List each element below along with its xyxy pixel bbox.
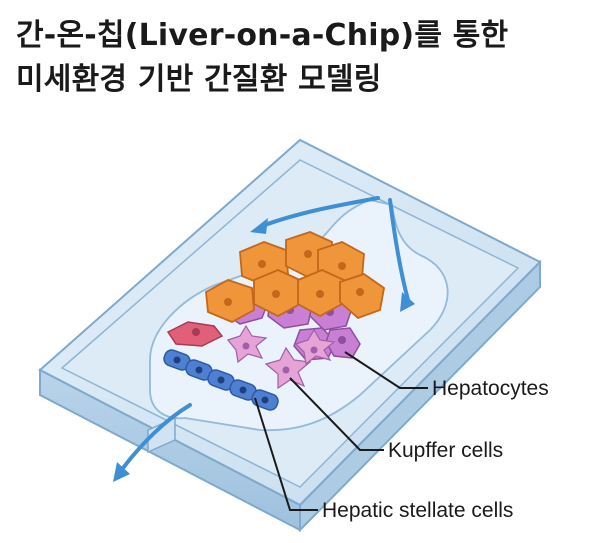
flow-arrowheads: [113, 218, 415, 482]
hepatic-stellate-cells: [166, 321, 336, 390]
title-line-1: 간-온-칩(Liver-on-a-Chip)를 통한: [16, 18, 509, 53]
label-kupffer-cells: Kupffer cells: [388, 439, 503, 462]
diagram-title: 간-온-칩(Liver-on-a-Chip)를 통한 미세환경 기반 간질환 모…: [16, 14, 586, 102]
label-hepatic-stellate-cells: Hepatic stellate cells: [322, 499, 513, 522]
arrowhead-right-icon: [400, 292, 415, 312]
inlet-flow-arrow-left: [260, 196, 380, 228]
leader-stellate: [254, 397, 318, 511]
label-hepatocytes: Hepatocytes: [432, 377, 549, 400]
title-line-2: 미세환경 기반 간질환 모델링: [16, 62, 382, 97]
flow-arrows: [118, 196, 410, 474]
hepatocyte: [339, 273, 385, 320]
leader-hepatocytes: [344, 351, 428, 389]
leader-kupffer: [289, 377, 384, 451]
arrowhead-left-icon: [250, 218, 268, 234]
arrowhead-outlet-icon: [113, 462, 130, 482]
outlet-flow-arrow: [118, 403, 192, 474]
leader-lines: [254, 351, 428, 511]
inlet-flow-arrow-right: [388, 198, 410, 302]
